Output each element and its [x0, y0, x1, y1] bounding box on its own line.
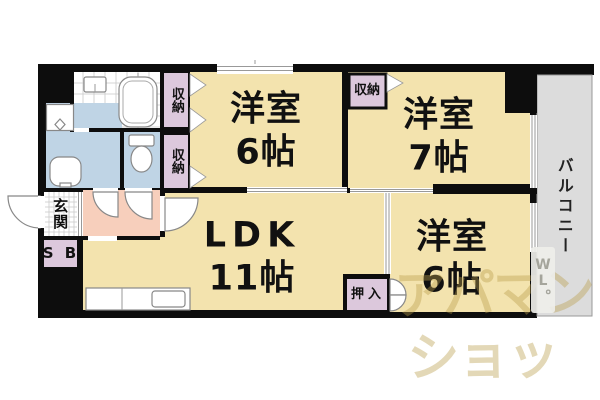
hallway-ldk-opening: [88, 236, 117, 241]
washbasin: [49, 156, 82, 188]
room-name: 洋室: [415, 217, 489, 258]
washroom-door-arc: [92, 191, 119, 218]
toilet-door-opening: [125, 188, 152, 192]
room-size: 11帖: [208, 258, 296, 298]
washing-machine-pan: [45, 103, 75, 132]
closet-door-triangle: [189, 107, 207, 133]
toilet: [128, 134, 155, 173]
room-size: 7帖: [408, 138, 470, 178]
bathroom-door-opening: [74, 128, 89, 132]
sliding-door-ldk-west3: [384, 193, 391, 274]
room-size: 6帖: [421, 260, 483, 300]
closet-door-triangle: [189, 165, 207, 189]
front-door-arc: [7, 195, 41, 229]
bathroom-bottom-wall: [70, 128, 162, 132]
west-room-bottom-label: 洋室 6帖: [416, 216, 488, 301]
room-name: 洋室: [229, 89, 303, 130]
front-door-opening: [38, 196, 45, 228]
west-room-right-label: 洋室 7帖: [403, 94, 475, 179]
balcony-label: バルコニー: [554, 157, 574, 257]
kitchen-counter: [85, 287, 191, 311]
balcony-top-wall: [537, 64, 594, 75]
sliding-door-west2-ldk: [350, 188, 433, 193]
bathtub: [118, 73, 158, 128]
toilet-left-wall: [120, 131, 124, 188]
ldk-door-opening: [160, 196, 165, 231]
room-name: 洋室: [402, 95, 476, 136]
room-name: LDK: [203, 215, 301, 256]
oshiire-label: 押入: [350, 287, 386, 303]
west-room-top-label: 洋室 6帖: [230, 88, 302, 173]
bath-sink: [83, 76, 107, 93]
storage-a-label: 収納: [168, 87, 184, 113]
watermark-side-text: WL。: [535, 257, 551, 303]
storage-a-area: [164, 73, 188, 127]
watermark-chip: [531, 247, 555, 313]
sliding-door-ldk-west1: [247, 187, 347, 193]
oshiire-area: [343, 274, 407, 314]
entrance-tile-grid: [44, 192, 77, 237]
ldk-door-arc: [164, 197, 199, 232]
balcony-window-west3: [530, 203, 537, 252]
west-room-bottom-area: [390, 193, 530, 312]
balcony-window-west2: [530, 115, 537, 188]
west-room-top-area: [190, 72, 342, 187]
toilet-door-arc: [124, 191, 153, 220]
entrance-label: 玄関: [51, 198, 70, 230]
entrance-step-lines: [78, 192, 82, 237]
storage-c-label: 収納: [353, 83, 381, 99]
storage-b-area: [164, 135, 188, 188]
washroom-door-opening: [93, 188, 118, 192]
entrance-area: [44, 192, 77, 237]
bathroom-left-wall: [70, 72, 74, 132]
shoebox-label: S B: [42, 243, 80, 262]
room-size: 6帖: [235, 132, 297, 172]
oshiire-door-arc-bottom: [389, 294, 407, 312]
ldk-label: LDK 11帖: [204, 214, 300, 299]
west2-south-wall: [433, 184, 537, 194]
shoebox-area: [44, 240, 77, 267]
corner-pillar: [505, 72, 537, 113]
entrance-step: [77, 192, 83, 237]
storage-b-label: 収納: [168, 148, 184, 174]
top-window: [217, 60, 293, 74]
closet-door-triangle: [189, 73, 207, 97]
storage-c-area: [347, 72, 404, 110]
